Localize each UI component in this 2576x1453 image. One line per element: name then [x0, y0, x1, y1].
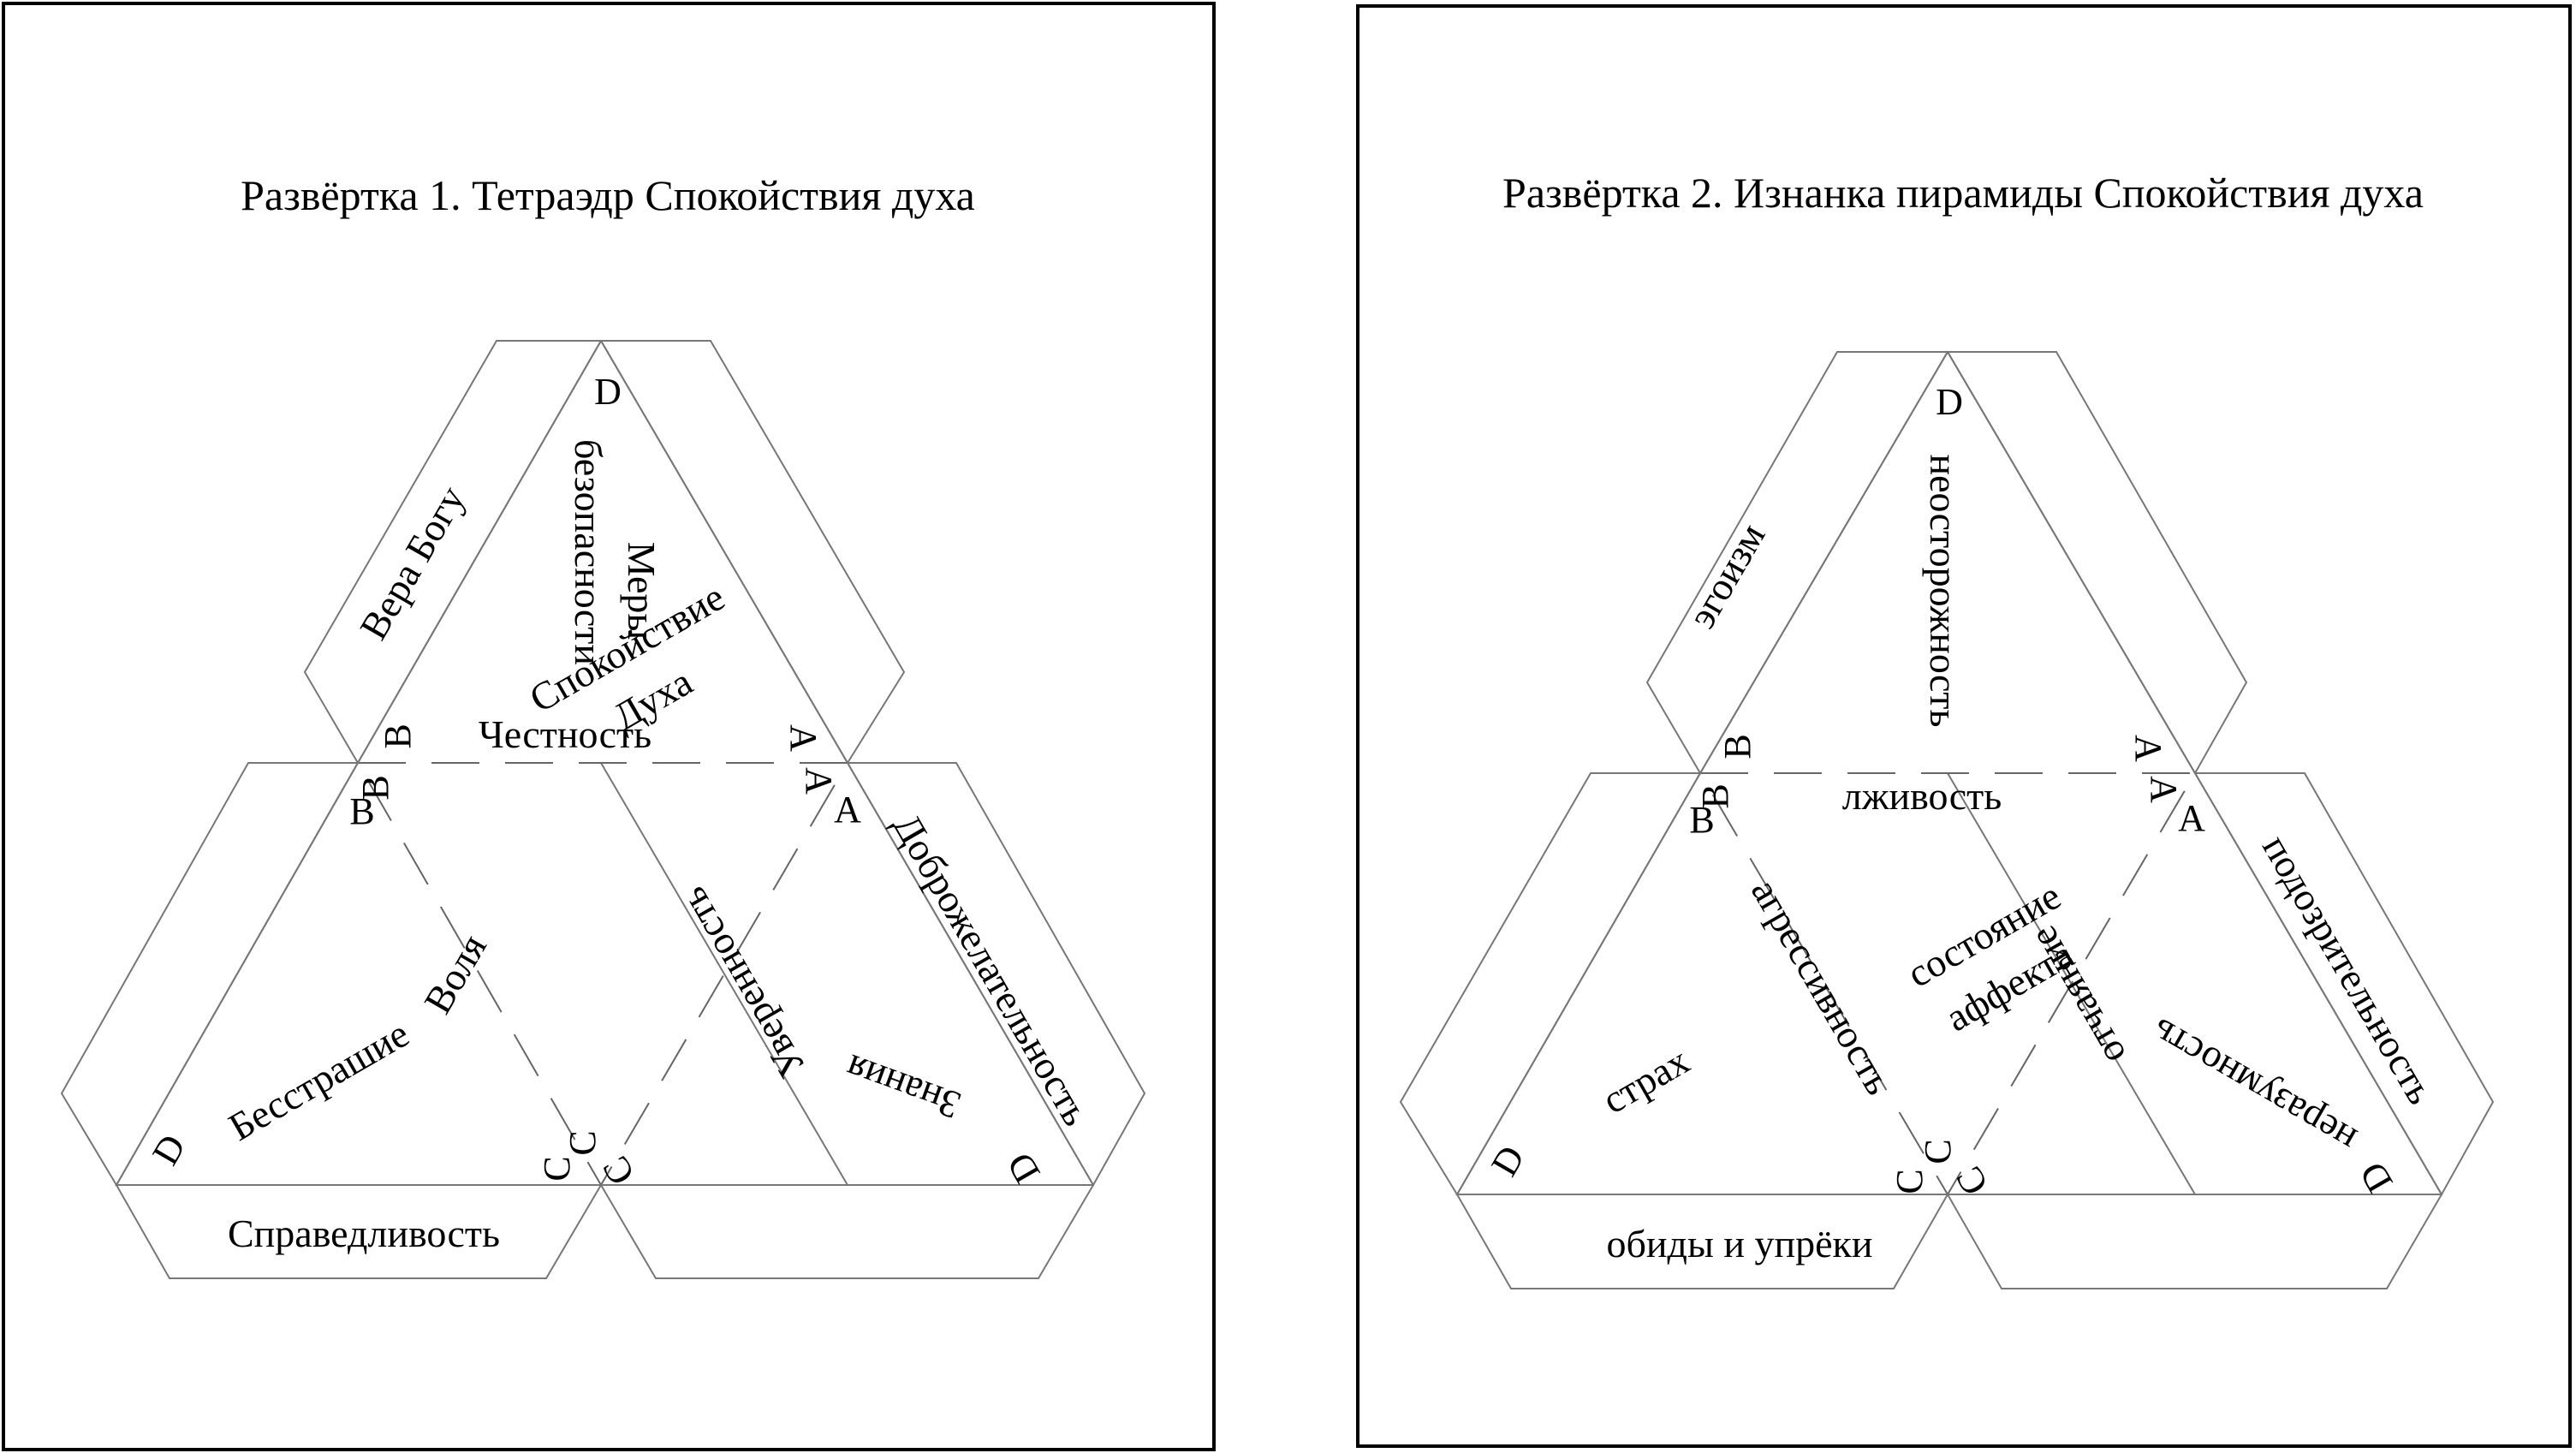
panel-1-flap-bottom-right	[599, 1184, 1095, 1279]
panel-1-flap-right	[846, 762, 1146, 1188]
panel-2-vertex-a-1: A	[2178, 797, 2205, 839]
panel-1-top-face-label-2: безопасности	[567, 439, 610, 665]
panel-1-flap-top-left	[303, 340, 603, 765]
panel-2-vertex-b-2: B	[1694, 783, 1736, 808]
panel-2-flap-bottom-right	[1946, 1194, 2443, 1289]
net-panel-2: Развёртка 2. Изнанка пирамиды Спокойстви…	[1356, 4, 2572, 1448]
panel-2-vertex-a-2: A	[2143, 776, 2185, 803]
panel-1-edge-top-label: Честность	[479, 712, 651, 756]
panel-1-vertex-b-2: B	[354, 775, 396, 800]
panel-1-vertex-d-top: D	[594, 371, 622, 413]
panel-1-flap-top-right	[599, 340, 906, 765]
panel-1-flap-bottom	[115, 1184, 603, 1279]
panel-1-flap-left	[60, 762, 360, 1187]
panel-1-top-face-label-1: Меры	[620, 542, 663, 640]
panel-2-vertex-b-1: B	[1689, 799, 1714, 841]
panel-2-flap-bottom	[1455, 1194, 1949, 1289]
panel-1-fold-lines	[356, 762, 849, 1187]
panel-2-fold-lines	[1698, 772, 2197, 1196]
panel-2-flap-top-left	[1645, 351, 1949, 775]
panel-2-vertex-b-3: B	[1716, 734, 1758, 759]
panel-2-title: Развёртка 2. Изнанка пирамиды Спокойстви…	[1502, 169, 2424, 217]
panel-2-edge-top-label: лживость	[1842, 774, 2002, 818]
panel-2-vertex-c-1: C	[1889, 1169, 1931, 1194]
net-panel-1: Развёртка 1. Тетраэдр Спокойствия духа С…	[2, 2, 1216, 1451]
panel-2-vertex-c-2: C	[1917, 1139, 1959, 1164]
panel-1-vertex-c-2: C	[562, 1130, 604, 1155]
panel-1-vertex-b-1: B	[349, 790, 374, 832]
panel-1-vertex-c-1: C	[536, 1156, 578, 1181]
panel-1-vertex-a-1: A	[834, 789, 861, 831]
panel-2-frame	[1356, 4, 2572, 1448]
panel-2-top-face-label: неосторожность	[1922, 455, 1966, 728]
panel-2-flap-bottom-label: обиды и упрёки	[1607, 1222, 1873, 1265]
panel-1-vertex-b-3: B	[377, 724, 419, 748]
panel-1-flap-bottom-label: Справедливость	[228, 1212, 500, 1255]
panel-1-frame	[2, 2, 1216, 1451]
panel-1-title: Развёртка 1. Тетраэдр Спокойствия духа	[241, 171, 975, 219]
panel-1-vertex-a-3: A	[782, 724, 824, 752]
panel-2-flap-right	[2193, 772, 2495, 1197]
panel-1-vertex-a-2: A	[798, 767, 840, 795]
panel-2-flap-left	[1399, 772, 1702, 1196]
panel-2-flap-top-right	[1946, 351, 2248, 776]
panel-2-vertex-d-top: D	[1936, 381, 1963, 423]
panel-2-vertex-a-3: A	[2127, 735, 2169, 762]
